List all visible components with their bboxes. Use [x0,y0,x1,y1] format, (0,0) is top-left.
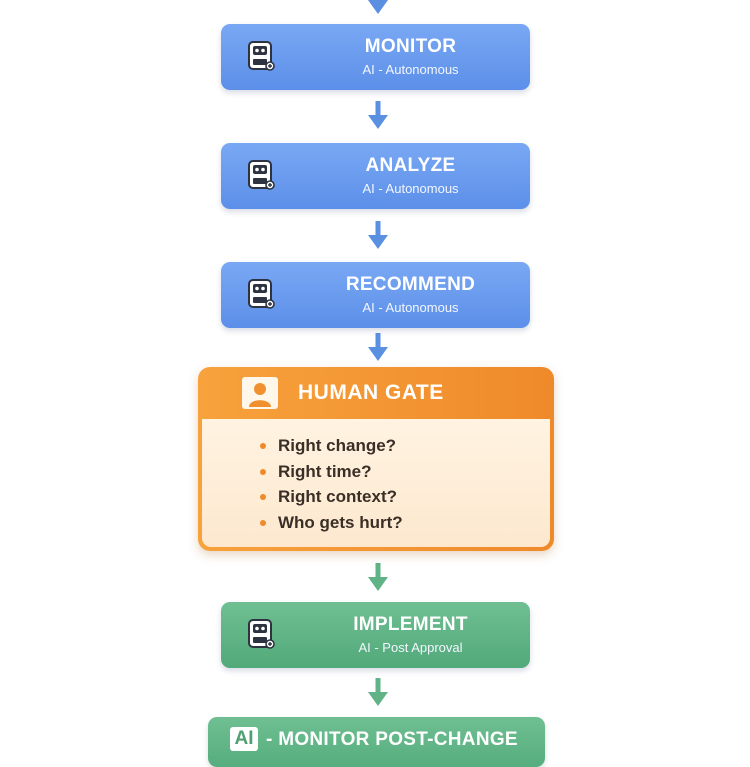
robot-icon [247,160,277,192]
robot-icon [247,279,277,311]
step-subtitle: AI - Post Approval [358,640,463,655]
gate-question: Right time? [278,461,372,481]
step-title: - MONITOR POST-CHANGE [266,729,518,750]
step-subtitle: AI - Autonomous [362,62,459,77]
gate-question: Right context? [278,487,397,506]
flow-arrow-down-icon [366,101,390,131]
bullet-icon [260,494,266,500]
step-title: ANALYZE [365,155,456,176]
bullet-icon [260,443,266,449]
step-analyze: ANALYZE AI - Autonomous [221,143,530,209]
list-item: Right time? [258,459,403,485]
list-item: Right context? [258,484,403,510]
list-item: Right change? [258,433,403,459]
flow-arrow-down-icon [366,678,390,708]
robot-icon [247,41,277,73]
step-title: RECOMMEND [345,274,476,295]
gate-header: HUMAN GATE [198,367,554,419]
step-monitor: MONITOR AI - Autonomous [221,24,530,90]
step-title: MONITOR [364,36,457,57]
flow-arrow-down-icon [366,221,390,251]
step-subtitle: AI - Autonomous [362,300,459,315]
flow-arrow-down-icon [366,333,390,363]
step-monitor-post-change: AI - MONITOR POST-CHANGE [208,717,545,767]
human-gate-panel: HUMAN GATE Right change? Right time? Rig… [198,367,554,551]
list-item: Who gets hurt? [258,510,403,536]
step-recommend: RECOMMEND AI - Autonomous [221,262,530,328]
gate-title: HUMAN GATE [298,381,444,404]
bullet-icon [260,519,266,526]
person-icon [242,377,278,409]
gate-checklist: Right change? Right time? Right context?… [202,419,550,547]
step-title: IMPLEMENT [353,614,468,635]
step-implement: IMPLEMENT AI - Post Approval [221,602,530,668]
flow-arrow-down-icon [366,563,390,593]
gate-question: Right change? [278,436,397,455]
robot-icon [247,619,277,651]
bullet-icon [260,468,266,475]
ai-badge-icon: AI [230,727,258,751]
step-subtitle: AI - Autonomous [362,181,459,196]
gate-question: Who gets hurt? [278,512,403,532]
flow-arrow-down-icon [366,0,390,16]
